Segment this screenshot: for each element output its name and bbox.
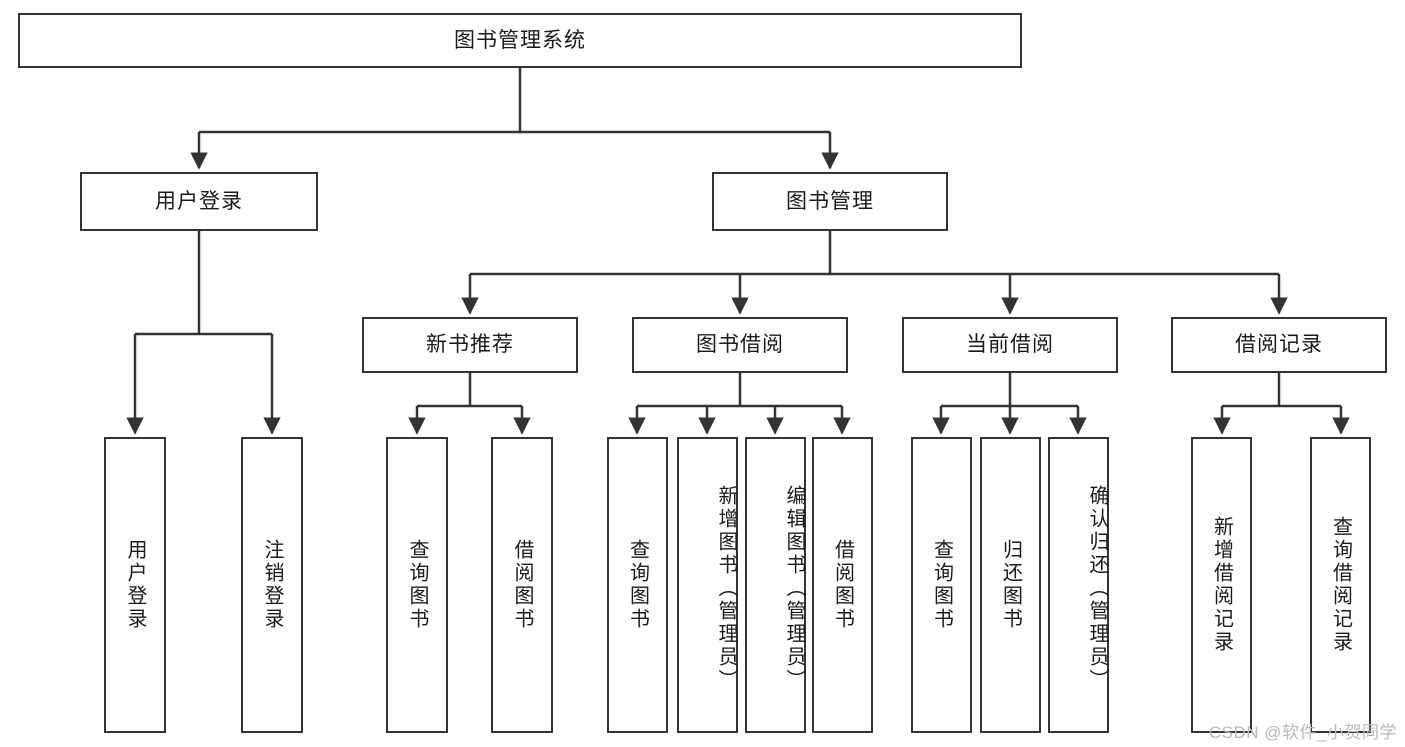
node-leaf-borrow-book-newbook[interactable]: 借阅图书	[491, 437, 553, 733]
node-current-borrow[interactable]: 当前借阅	[902, 317, 1118, 373]
node-leaf-user-login[interactable]: 用户登录	[104, 437, 166, 733]
node-root-system[interactable]: 图书管理系统	[18, 13, 1022, 68]
node-label: 查询图书	[626, 539, 649, 631]
node-label: 新书推荐	[426, 333, 514, 357]
node-leaf-logout[interactable]: 注销登录	[241, 437, 303, 733]
node-label: 编辑图书（管理员）	[783, 484, 805, 692]
node-label: 查询借阅记录	[1329, 516, 1352, 654]
node-borrow-record[interactable]: 借阅记录	[1171, 317, 1387, 373]
node-label: 借阅图书	[511, 539, 533, 631]
node-leaf-add-book-admin[interactable]: 新增图书（管理员）	[677, 437, 738, 733]
node-leaf-add-borrow-record[interactable]: 新增借阅记录	[1191, 437, 1252, 733]
node-label: 注销登录	[261, 539, 283, 631]
node-label: 借阅记录	[1235, 333, 1323, 357]
node-leaf-borrow-book[interactable]: 借阅图书	[812, 437, 873, 733]
node-label: 用户登录	[124, 539, 146, 631]
node-label: 图书借阅	[696, 333, 784, 357]
node-label: 借阅图书	[831, 539, 854, 631]
node-book-manage[interactable]: 图书管理	[712, 172, 948, 231]
node-label: 新增图书（管理员）	[715, 484, 737, 692]
node-leaf-confirm-return-admin[interactable]: 确认归还（管理员）	[1048, 437, 1109, 733]
node-user-login[interactable]: 用户登录	[80, 172, 318, 231]
node-leaf-query-borrow-record[interactable]: 查询借阅记录	[1310, 437, 1371, 733]
node-label: 查询图书	[930, 539, 953, 631]
node-label: 确认归还（管理员）	[1086, 484, 1108, 692]
node-label: 归还图书	[999, 539, 1022, 631]
node-label: 新增借阅记录	[1210, 516, 1233, 654]
node-leaf-query-book-borrow[interactable]: 查询图书	[607, 437, 668, 733]
node-leaf-query-book-current[interactable]: 查询图书	[911, 437, 972, 733]
node-label: 查询图书	[406, 539, 428, 631]
watermark: CSDN @软件_小贺同学	[1208, 723, 1397, 742]
node-label: 当前借阅	[966, 333, 1054, 357]
node-book-borrow[interactable]: 图书借阅	[632, 317, 848, 373]
node-label: 用户登录	[155, 189, 243, 213]
node-leaf-return-book[interactable]: 归还图书	[980, 437, 1041, 733]
node-new-book-recommend[interactable]: 新书推荐	[362, 317, 578, 373]
node-leaf-query-book-newbook[interactable]: 查询图书	[386, 437, 448, 733]
node-leaf-edit-book-admin[interactable]: 编辑图书（管理员）	[745, 437, 806, 733]
node-label: 图书管理	[786, 189, 874, 213]
node-label: 图书管理系统	[454, 28, 586, 52]
